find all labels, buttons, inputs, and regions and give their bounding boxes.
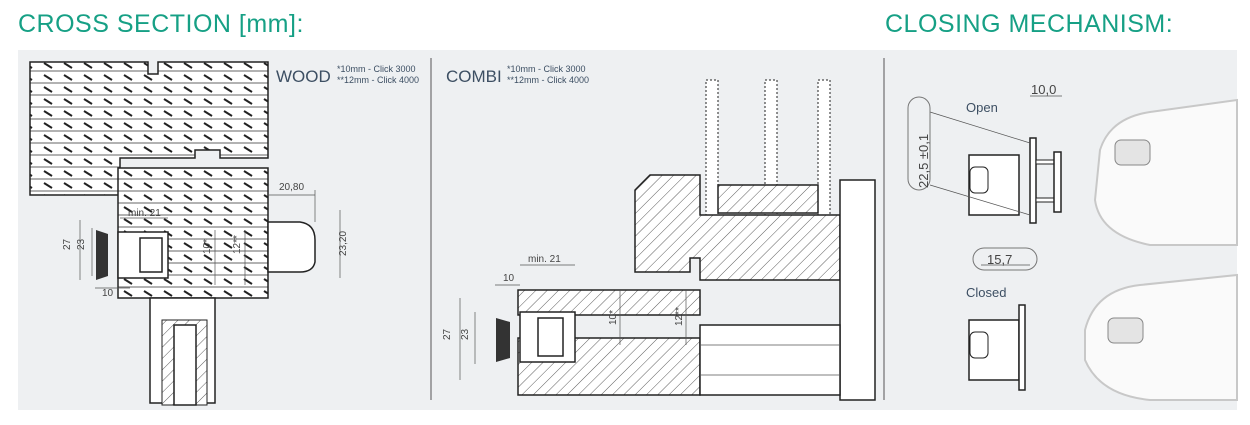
dim-wood-12s: 12** <box>232 235 243 254</box>
dim-mech-225: 22,5 ±0,1 <box>916 134 931 188</box>
mechanism-closed-drawing <box>968 304 1026 391</box>
dim-wood-23: 23 <box>76 238 87 250</box>
wood-note-2: **12mm - Click 4000 <box>337 75 419 85</box>
mechanism-open-drawing <box>907 95 1062 271</box>
open-label: Open <box>966 100 998 115</box>
closing-mechanism-heading: CLOSING MECHANISM: <box>885 10 1174 38</box>
dim-wood-27: 27 <box>62 238 73 250</box>
mechanism-render-closed <box>1084 273 1238 401</box>
dim-mech-100: 10,0 <box>1031 82 1056 97</box>
dim-mech-157: 15,7 <box>987 252 1012 267</box>
dim-combi-10: 10 <box>503 273 515 284</box>
dim-wood-10: 10 <box>102 288 114 299</box>
cross-section-heading: CROSS SECTION [mm]: <box>18 10 304 38</box>
combi-note-1: *10mm - Click 3000 <box>507 64 586 74</box>
combi-label: COMBI <box>446 67 502 86</box>
combi-cross-section <box>459 79 876 401</box>
dim-wood-10s: 10* <box>202 239 213 254</box>
dim-combi-12s: 12** <box>674 307 685 326</box>
dim-combi-27: 27 <box>442 328 453 340</box>
dim-wood-min21: min. 21 <box>128 208 161 219</box>
dim-combi-min21: min. 21 <box>528 254 561 265</box>
wood-note-1: *10mm - Click 3000 <box>337 64 416 74</box>
mechanism-render-open <box>1093 98 1238 246</box>
dim-wood-2080: 20,80 <box>279 182 304 193</box>
closed-label: Closed <box>966 285 1006 300</box>
wood-cross-section <box>29 61 341 406</box>
combi-note-2: **12mm - Click 4000 <box>507 75 589 85</box>
wood-label: WOOD <box>276 67 331 86</box>
dim-wood-2320: 23,20 <box>338 231 349 256</box>
dim-combi-10s: 10* <box>608 310 619 325</box>
dim-combi-23: 23 <box>460 328 471 340</box>
